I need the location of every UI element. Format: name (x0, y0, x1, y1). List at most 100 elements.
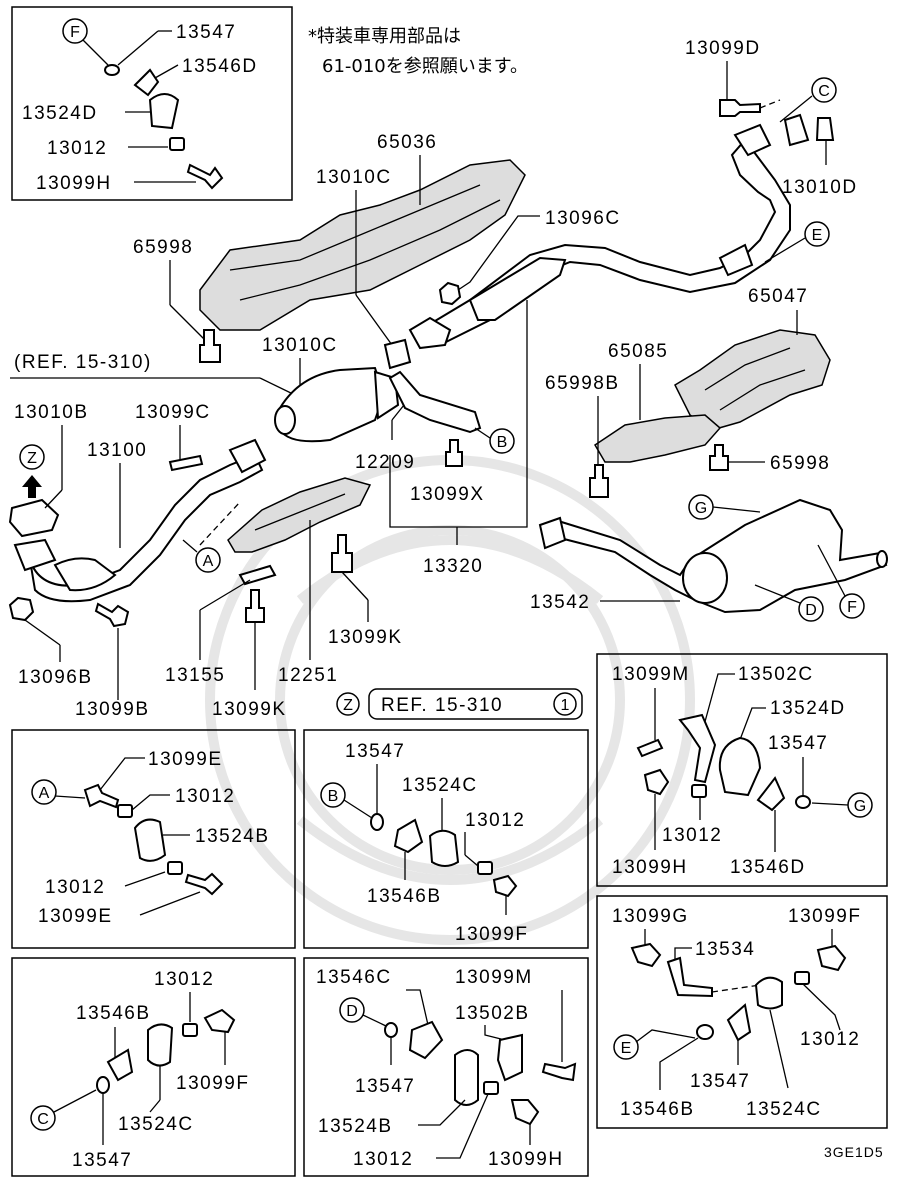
label-13099f-b: 13099F (455, 924, 528, 945)
label-13524c-c: 13524C (118, 1114, 194, 1135)
svg-text:REF. 15-310: REF. 15-310 (381, 695, 503, 716)
bracket-13546b-e (726, 1003, 752, 1042)
bracket-13546d-g (756, 776, 786, 812)
label-65998-left: 65998 (133, 237, 193, 258)
circle-callout-f-main: F (839, 593, 865, 619)
hanger-13524b-d (454, 1049, 479, 1106)
circle-callout-e-detail: E (613, 1034, 639, 1060)
bolt-13099e-top (83, 783, 120, 809)
svg-text:E: E (621, 1040, 632, 1057)
circle-callout-b-detail: B (320, 782, 346, 808)
collar-13012-c (182, 1023, 198, 1037)
bolt-13099m-g (636, 738, 664, 758)
hanger-13524d (148, 93, 180, 130)
bolt-13099k-lower (245, 589, 265, 623)
label-13547-d: 13547 (355, 1076, 415, 1097)
note-line-2: 61-010を参照願います。 (322, 56, 528, 77)
label-13012-a2: 13012 (45, 877, 105, 898)
collar-13012-g (691, 784, 707, 798)
circle-callout-b-main: B (489, 428, 515, 454)
label-13099m-d: 13099M (455, 967, 533, 988)
label-13546d: 13546D (182, 56, 258, 77)
washer-13547-b (370, 813, 384, 831)
label-13547-b: 13547 (345, 741, 405, 762)
label-13100: 13100 (87, 440, 147, 461)
bracket-13155 (238, 564, 277, 586)
label-13099k-upper: 13099K (328, 627, 403, 648)
detail-box-d (303, 957, 589, 1177)
collar-13012-a2 (167, 861, 183, 875)
label-13012-a1: 13012 (175, 786, 235, 807)
label-13524b-a: 13524B (195, 826, 270, 847)
label-13012-g: 13012 (662, 825, 722, 846)
label-13099k-lower: 13099K (212, 699, 287, 720)
heat-shield-65036 (199, 159, 526, 331)
detail-box-c (11, 957, 296, 1177)
washer-13547-e (696, 1024, 714, 1040)
gasket-13010c-upper (383, 338, 412, 370)
bolt-13099m-d (541, 1062, 577, 1082)
svg-text:G: G (695, 500, 707, 517)
bolt-65998b (589, 464, 609, 498)
bolt-13099d (719, 99, 761, 117)
bolt-13099f-b (492, 874, 518, 898)
diagram-code: 3GE1D5 (824, 1144, 884, 1160)
label-13524d: 13524D (22, 103, 98, 124)
svg-text:A: A (39, 785, 50, 802)
label-13099f-c: 13099F (176, 1073, 249, 1094)
label-13099h-g: 13099H (612, 857, 688, 878)
circle-callout-g-main: G (688, 494, 714, 520)
bolt-13099h (186, 163, 224, 190)
label-13012-e: 13012 (800, 1029, 860, 1050)
label-13099b: 13099B (75, 699, 150, 720)
collar-13012-d (483, 1081, 499, 1095)
collar-13012-e (794, 971, 810, 985)
bracket-13502c-g (678, 713, 717, 784)
detail-box-a (11, 729, 296, 949)
label-13524d-g: 13524D (770, 698, 846, 719)
ref-15-310-bottom: Z REF. 15-310 1 (336, 688, 583, 720)
detail-box-b (303, 729, 589, 949)
bolt-13099b (94, 602, 130, 628)
svg-text:A: A (203, 553, 214, 570)
hanger-13524c-c (147, 1023, 174, 1067)
gasket-13010d (783, 113, 810, 147)
label-13096b: 13096B (18, 667, 93, 688)
label-13546d-g: 13546D (730, 857, 806, 878)
label-13010c-middle: 13010C (262, 335, 338, 356)
svg-text:F: F (70, 24, 80, 41)
label-13502b-d: 13502B (455, 1003, 530, 1024)
label-13099m-g: 13099M (612, 664, 690, 685)
nut-13096c (438, 281, 462, 306)
collar-13012-a1 (117, 804, 133, 818)
svg-text:F: F (847, 599, 857, 616)
label-13010d: 13010D (782, 177, 858, 198)
label-13546b-c: 13546B (76, 1003, 151, 1024)
label-13546b-e: 13547 (690, 1071, 750, 1092)
svg-text:1: 1 (561, 697, 570, 714)
label-13547-c: 13547 (72, 1150, 132, 1171)
svg-text:C: C (37, 1111, 49, 1128)
label-65085: 65085 (608, 341, 668, 362)
hanger-13524b-a (133, 818, 167, 862)
bolt-13099x (445, 439, 463, 467)
hanger-13524c-b (428, 829, 460, 867)
label-13012-b: 13012 (465, 810, 525, 831)
bolt-13099k-upper (331, 534, 353, 573)
svg-text:D: D (805, 602, 817, 619)
label-65998-right: 65998 (770, 453, 830, 474)
bracket-12209 (388, 370, 482, 434)
label-12209: 12209 (355, 452, 415, 473)
circle-callout-g-detail: G (847, 792, 873, 818)
label-13534-e: 13534 (695, 939, 755, 960)
bolt-13099e-bottom (184, 872, 224, 896)
label-13546c-d: 13546C (316, 967, 392, 988)
hanger-13524d-g (718, 736, 762, 797)
nut-13096b (8, 596, 35, 622)
svg-text:Z: Z (27, 450, 37, 467)
bracket-13546b-b (393, 818, 424, 854)
circle-callout-a-main: A (195, 547, 221, 573)
label-13010b: 13010B (14, 402, 89, 423)
ref-15-310-top: (REF. 15-310) (14, 352, 152, 373)
